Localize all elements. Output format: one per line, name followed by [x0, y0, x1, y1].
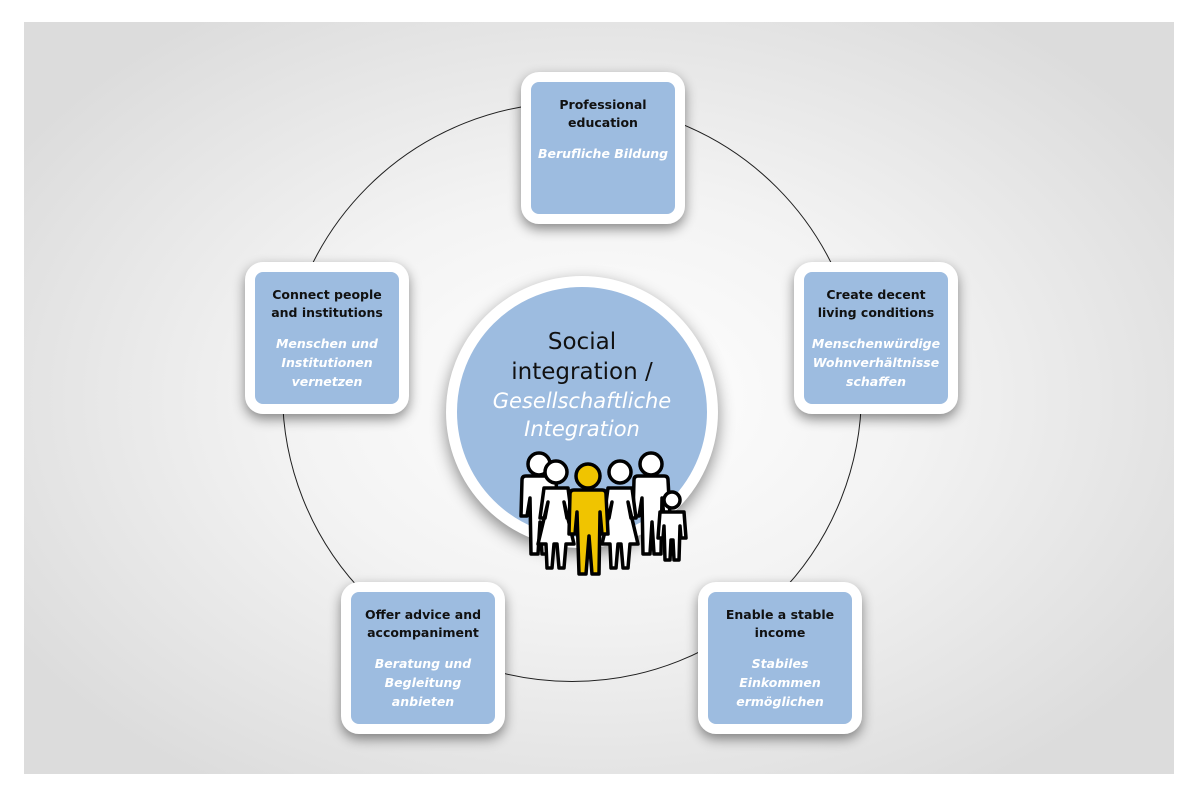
center-title-de: Gesellschaftliche Integration: [492, 389, 672, 441]
node-label-de: Menschen und Institutionen vernetzen: [275, 336, 379, 389]
node-connect-people: Connect people and institutions Menschen…: [245, 262, 409, 414]
node-label-en: Create decent living conditions: [817, 287, 935, 320]
node-living-conditions: Create decent living conditions Menschen…: [794, 262, 958, 414]
node-label-de: Beratung und Begleitung anbieten: [374, 656, 472, 709]
node-stable-income: Enable a stable income Stabiles Einkomme…: [698, 582, 862, 734]
family-people-icon: [519, 451, 688, 576]
center-title-en: Social integration /: [511, 329, 653, 385]
node-label-de: Stabiles Einkommen ermöglichen: [736, 656, 824, 709]
node-label-en: Connect people and institutions: [271, 287, 383, 320]
node-label-de: Menschenwürdige Wohnverhältnisse schaffe…: [811, 336, 941, 389]
node-label-en: Professional education: [559, 97, 647, 130]
node-label-de: Berufliche Bildung: [537, 146, 669, 161]
node-advice-accompaniment: Offer advice and accompaniment Beratung …: [341, 582, 505, 734]
node-label-en: Offer advice and accompaniment: [364, 607, 482, 640]
node-label-en: Enable a stable income: [725, 607, 835, 640]
node-professional-education: Professional education Berufliche Bildun…: [521, 72, 685, 224]
